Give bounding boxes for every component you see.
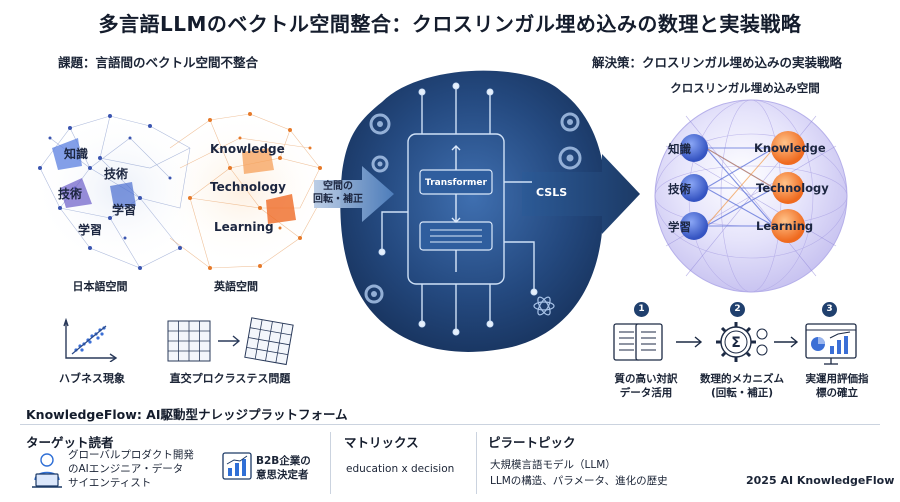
pillar-line1: 大規模言語モデル（LLM） <box>490 459 616 471</box>
dashboard-icon <box>805 323 857 365</box>
target-1-line3: サイエンティスト <box>68 477 152 489</box>
solution-heading: 解決策：クロスリンガル埋め込みの実装戦略 <box>592 55 843 70</box>
cross-node-jp <box>680 174 708 202</box>
hubness-label: ハブネス現象 <box>59 372 125 385</box>
csls-arrow <box>522 154 640 234</box>
column-divider <box>476 432 477 494</box>
step-1-line2: データ活用 <box>619 387 673 399</box>
rotation-arrow <box>314 166 394 222</box>
column-divider <box>330 432 331 494</box>
right-jp-term-learning: 学習 <box>668 220 691 234</box>
misaligned-spaces-diagram <box>32 112 330 270</box>
page-title: 多言語LLMのベクトル空間整合：クロスリンガル埋め込みの数理と実装戦略 <box>98 12 802 36</box>
step-1-number: 1 <box>634 302 649 317</box>
target-1-line1: グローバルプロダクト開発 <box>68 449 194 461</box>
right-en-term-learning: Learning <box>756 219 814 233</box>
jp-term-learning-2: 学習 <box>78 223 103 237</box>
right-en-term-knowledge: Knowledge <box>754 141 826 155</box>
step-2-line1: 数理的メカニズム <box>700 373 784 385</box>
right-jp-term-technology: 技術 <box>668 182 691 196</box>
en-cluster-patch <box>266 194 296 224</box>
step-3-line2: 標の確立 <box>816 387 858 399</box>
jp-term-knowledge: 知識 <box>64 147 89 161</box>
en-term-learning: Learning <box>214 220 274 234</box>
step-3-line1: 実運用評価指 <box>805 373 869 385</box>
pillar-heading: ピラートピック <box>488 435 576 450</box>
platform-line: KnowledgeFlow: AI駆動型ナレッジプラットフォーム <box>26 407 348 422</box>
csls-label: CSLS <box>536 186 568 199</box>
right-en-term-technology: Technology <box>756 181 829 195</box>
steps-icons: Σ <box>613 322 857 365</box>
cross-node-en <box>772 172 804 204</box>
rotation-label-1: 空間の <box>323 181 353 192</box>
jp-space-label: 日本語空間 <box>72 280 128 293</box>
cross-node-en <box>771 131 805 165</box>
step-2-line2: (回転・補正) <box>710 387 774 399</box>
transformer-label: Transformer <box>425 178 487 188</box>
en-term-knowledge: Knowledge <box>210 142 285 156</box>
rotation-label-2: 回転・補正 <box>313 194 363 205</box>
engineer-icon <box>32 453 62 488</box>
cross-node-en <box>771 209 805 243</box>
pillar-line2: LLMの構造、パラメータ、進化の歴史 <box>490 475 668 487</box>
step-3-number: 3 <box>822 302 837 317</box>
jp-cluster-patch <box>110 182 136 208</box>
target-2-line2: 意思決定者 <box>256 469 309 481</box>
en-term-technology: Technology <box>210 180 286 194</box>
jp-term-technology: 技術 <box>104 167 129 181</box>
bottom-divider <box>20 424 880 425</box>
step-1-line1: 質の高い対訳 <box>614 373 678 385</box>
target-heading: ターゲット読者 <box>26 435 114 450</box>
en-space-label: 英語空間 <box>214 280 258 293</box>
svg-text:Σ: Σ <box>731 335 741 351</box>
matrix-value: education x decision <box>346 463 455 475</box>
cross-node-jp <box>680 212 708 240</box>
jp-term-learning: 学習 <box>112 203 137 217</box>
footer-brand: 2025 AI KnowledgeFlow <box>746 474 895 487</box>
jp-cluster-patch <box>60 178 92 208</box>
procrustes-grid-icon <box>167 317 294 366</box>
matrix-heading: マトリックス <box>344 435 419 450</box>
document-icon <box>613 323 663 361</box>
en-cluster-patch <box>242 148 274 174</box>
cross-space-label: クロスリンガル埋め込み空間 <box>670 81 820 95</box>
hubness-chart-icon <box>63 318 118 362</box>
transformer-alignment-diagram <box>314 70 640 352</box>
jp-cluster-patch <box>52 138 82 170</box>
cross-lingual-sphere <box>654 99 848 293</box>
jp-term-technology-2: 技術 <box>58 187 83 201</box>
target-2-line1: B2B企業の <box>256 455 311 467</box>
cross-node-jp <box>680 134 708 162</box>
business-chart-icon <box>222 452 252 480</box>
right-jp-term-knowledge: 知識 <box>668 142 691 156</box>
sigma-gear-icon: Σ <box>716 322 768 362</box>
step-2-number: 2 <box>730 302 745 317</box>
problem-heading: 課題：言語間のベクトル空間不整合 <box>58 55 259 70</box>
target-1-line2: のAIエンジニア・データ <box>68 463 184 475</box>
procrustes-label: 直交プロクラステス問題 <box>169 372 291 385</box>
